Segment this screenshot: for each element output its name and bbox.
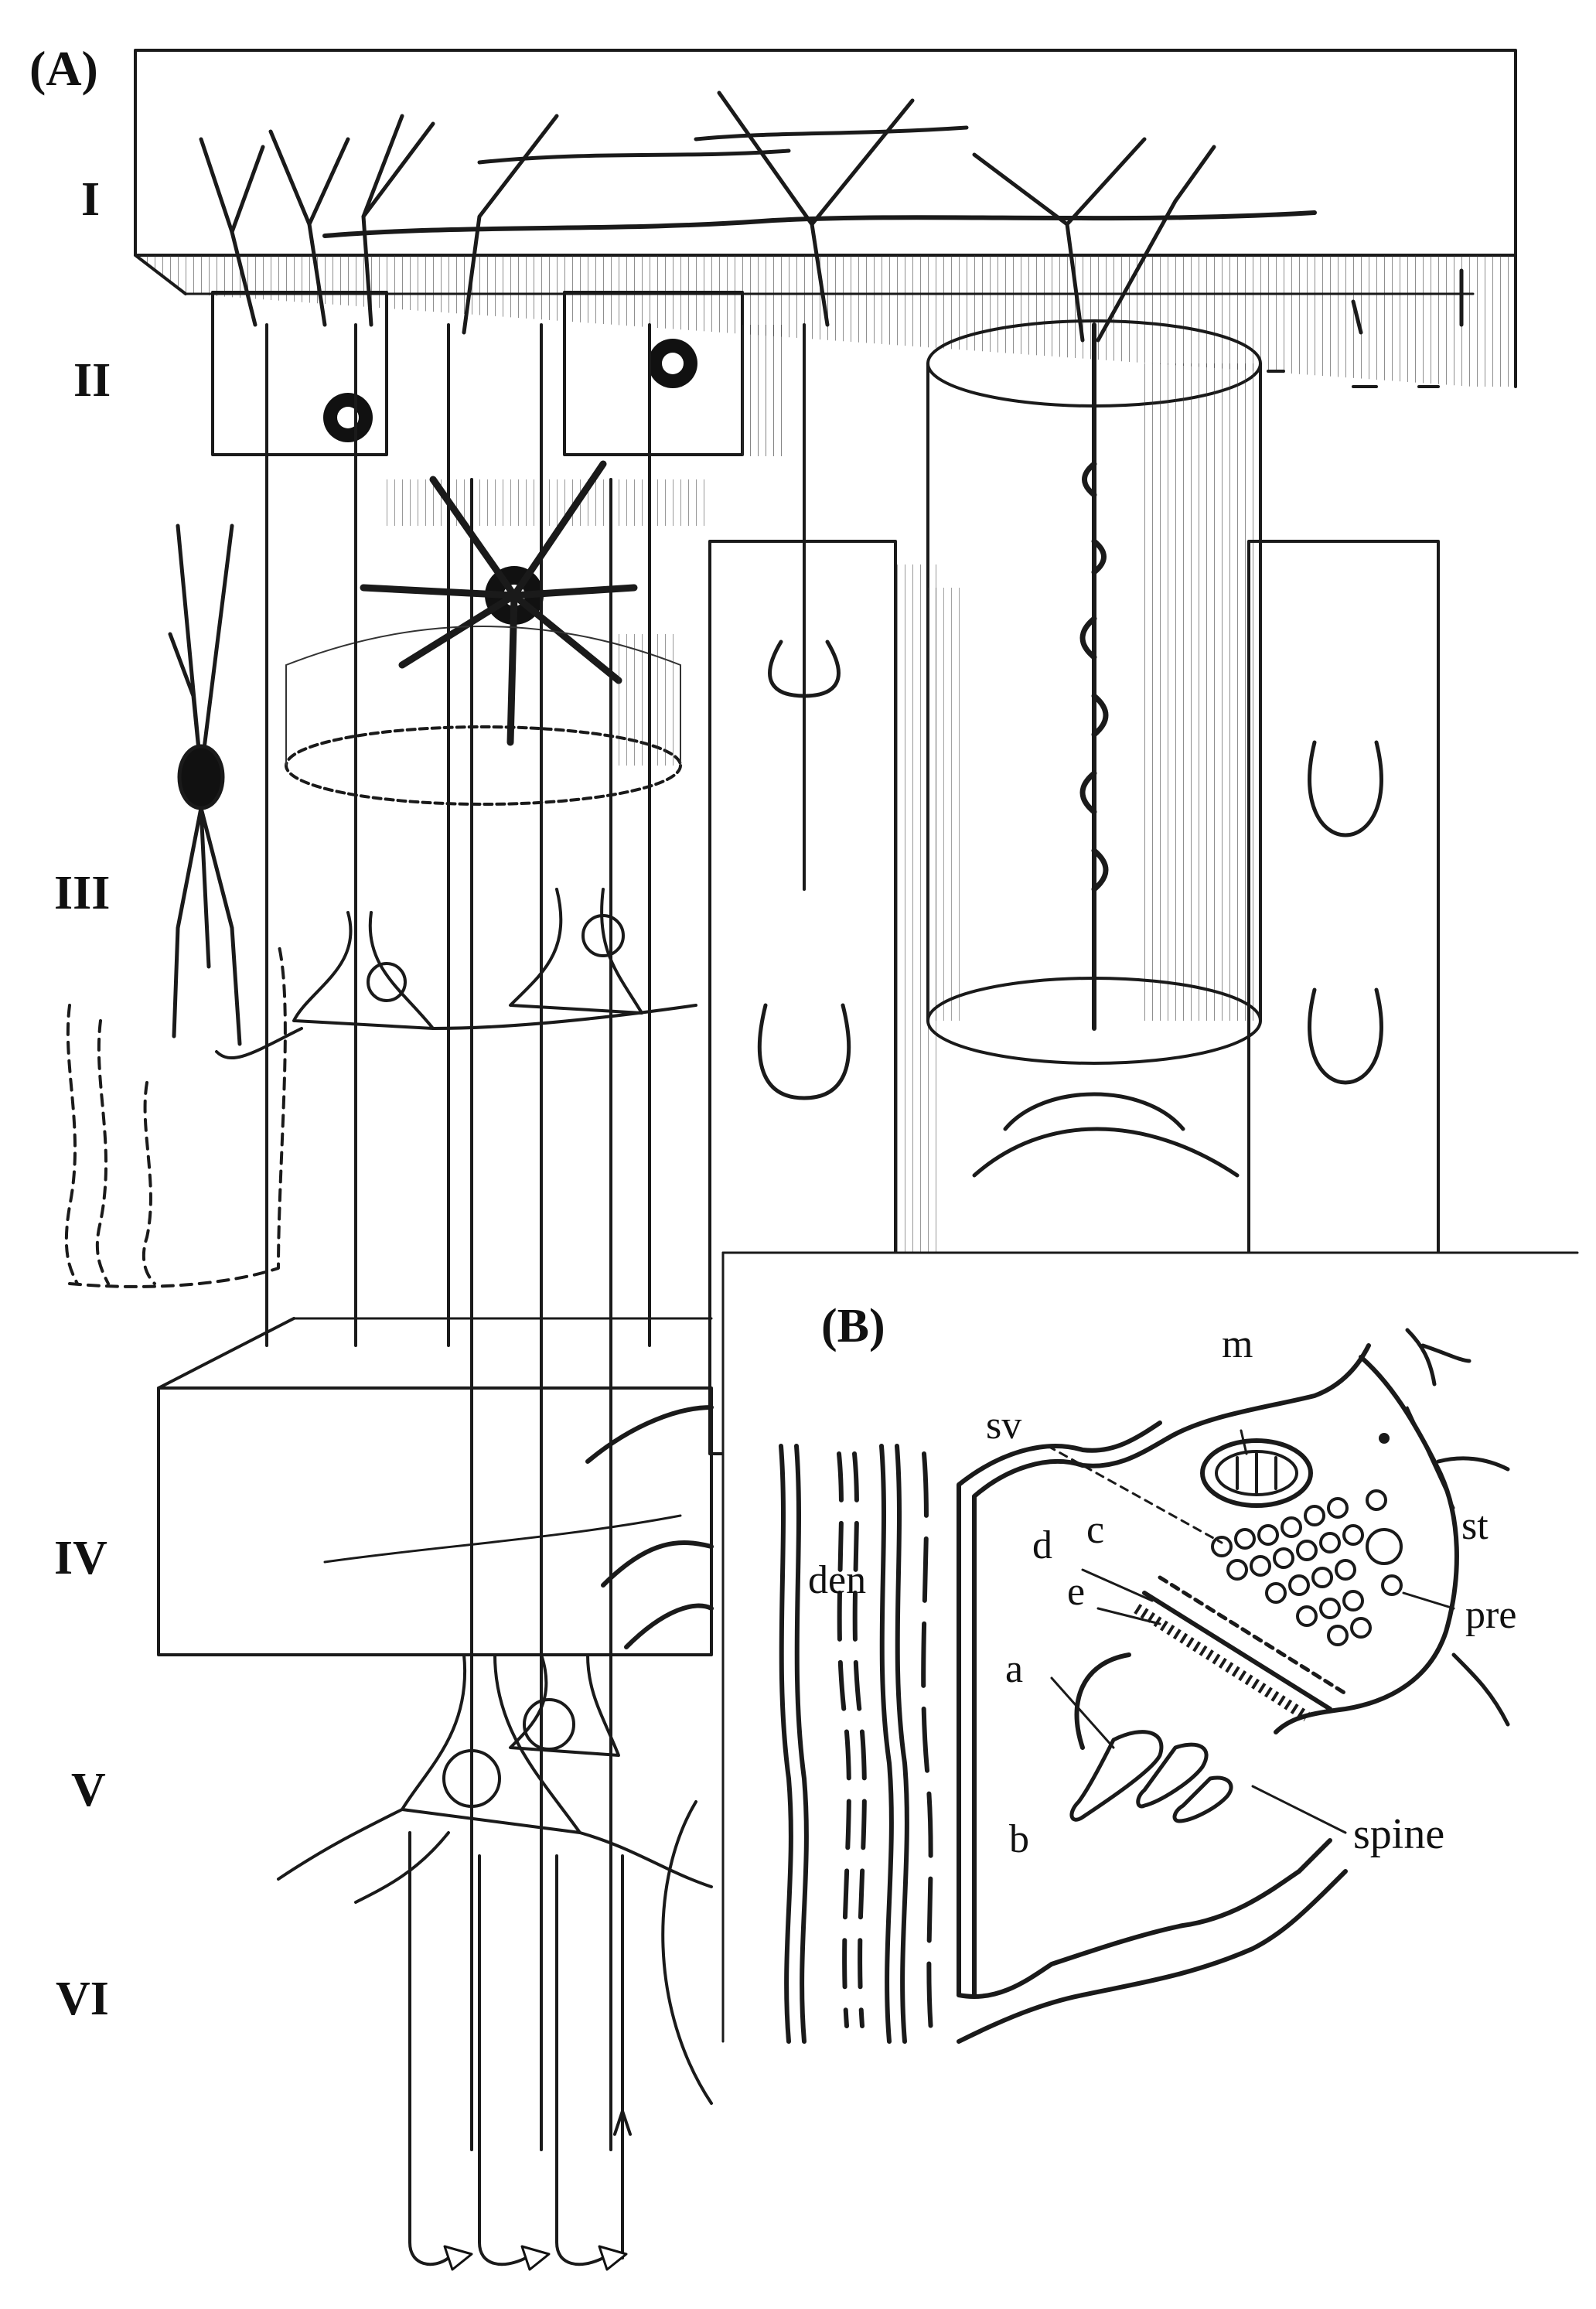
layer-label-vi: VI	[56, 1973, 109, 2025]
label-sv: sv	[986, 1403, 1021, 1448]
layer-i-slab	[134, 49, 1517, 388]
beaded-axons	[64, 942, 287, 1288]
layer-label-v: V	[71, 1764, 106, 1816]
layer-label-iii: III	[54, 867, 110, 919]
right-column	[1247, 370, 1440, 1270]
dendrite-shaft	[779, 1444, 934, 2044]
vertical-axons	[265, 323, 651, 2151]
layer-iv-slab	[157, 1317, 714, 1656]
spine-outline	[957, 1421, 1348, 2044]
panel-a-label: (A)	[29, 41, 98, 96]
output-fibers	[408, 1831, 632, 2271]
label-a: a	[1005, 1647, 1023, 1691]
synaptic-cleft	[1134, 1575, 1348, 1721]
panel-b: (B)	[721, 1251, 1596, 2309]
synaptic-vesicles	[1211, 1489, 1403, 1646]
label-m: m	[1222, 1322, 1253, 1366]
label-st: st	[1461, 1504, 1489, 1548]
layer-label-ii: II	[73, 354, 111, 407]
bipolar-cell	[168, 524, 242, 1046]
panel-b-label: (B)	[821, 1300, 885, 1352]
label-pre: pre	[1465, 1593, 1516, 1637]
pyramidal-cells-layer-iii	[215, 888, 697, 1059]
mitochondrion	[1200, 1438, 1313, 1508]
label-den: den	[808, 1558, 866, 1602]
label-e: e	[1067, 1570, 1085, 1614]
large-stellate-cell	[360, 460, 638, 746]
cylinder-disk-left	[285, 626, 682, 806]
layer-label-i: I	[81, 173, 100, 226]
label-b: b	[1009, 1817, 1029, 1861]
large-cylinder	[926, 319, 1262, 1178]
label-d: d	[1032, 1523, 1052, 1567]
presynaptic-terminal	[1165, 1328, 1510, 1734]
label-c: c	[1086, 1508, 1104, 1552]
pyramidal-cells-layer-v	[277, 1653, 713, 2105]
leader-lines	[1046, 1406, 1455, 1834]
spine-apparatus	[1069, 1730, 1233, 1823]
layer-label-iv: IV	[54, 1532, 107, 1584]
layer-ii-boxes	[211, 291, 785, 526]
label-spine: spine	[1353, 1810, 1444, 1858]
